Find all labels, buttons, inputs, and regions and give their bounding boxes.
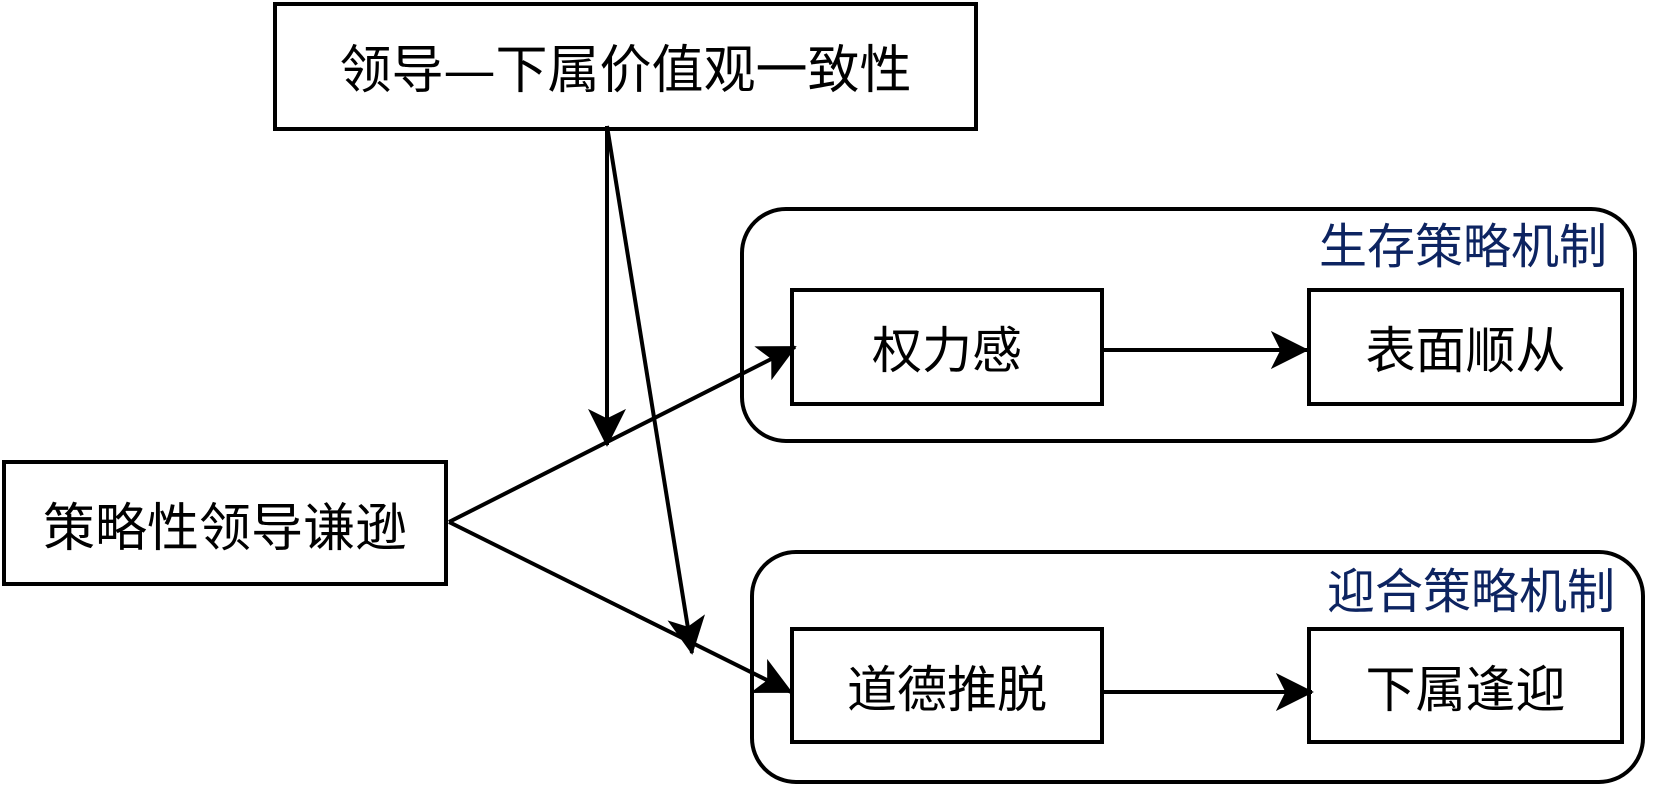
moral-disengagement-node: 道德推脱 bbox=[790, 627, 1104, 744]
subordinate-ingratiation-label: 下属逢迎 bbox=[1365, 660, 1566, 719]
surface-compliance-node: 表面顺从 bbox=[1307, 288, 1624, 406]
strategic-humility-label: 策略性领导谦逊 bbox=[42, 498, 407, 559]
edge-humility-to-moral bbox=[448, 520, 793, 694]
ingratiation-strategy-title: 迎合策略机制 bbox=[1326, 564, 1615, 620]
value-congruence-node: 领导—下属价值观一致性 bbox=[273, 2, 978, 131]
sense-of-power-label: 权力感 bbox=[872, 322, 1022, 380]
value-congruence-label: 领导—下属价值观一致性 bbox=[339, 41, 912, 101]
surface-compliance-label: 表面顺从 bbox=[1365, 322, 1566, 380]
sense-of-power-node: 权力感 bbox=[790, 288, 1104, 406]
subordinate-ingratiation-node: 下属逢迎 bbox=[1307, 627, 1624, 744]
strategic-humility-node: 策略性领导谦逊 bbox=[2, 460, 448, 586]
moral-disengagement-label: 道德推脱 bbox=[847, 660, 1047, 719]
survival-strategy-title: 生存策略机制 bbox=[1318, 219, 1607, 275]
moderation-edge-to-moral-path bbox=[605, 125, 706, 655]
